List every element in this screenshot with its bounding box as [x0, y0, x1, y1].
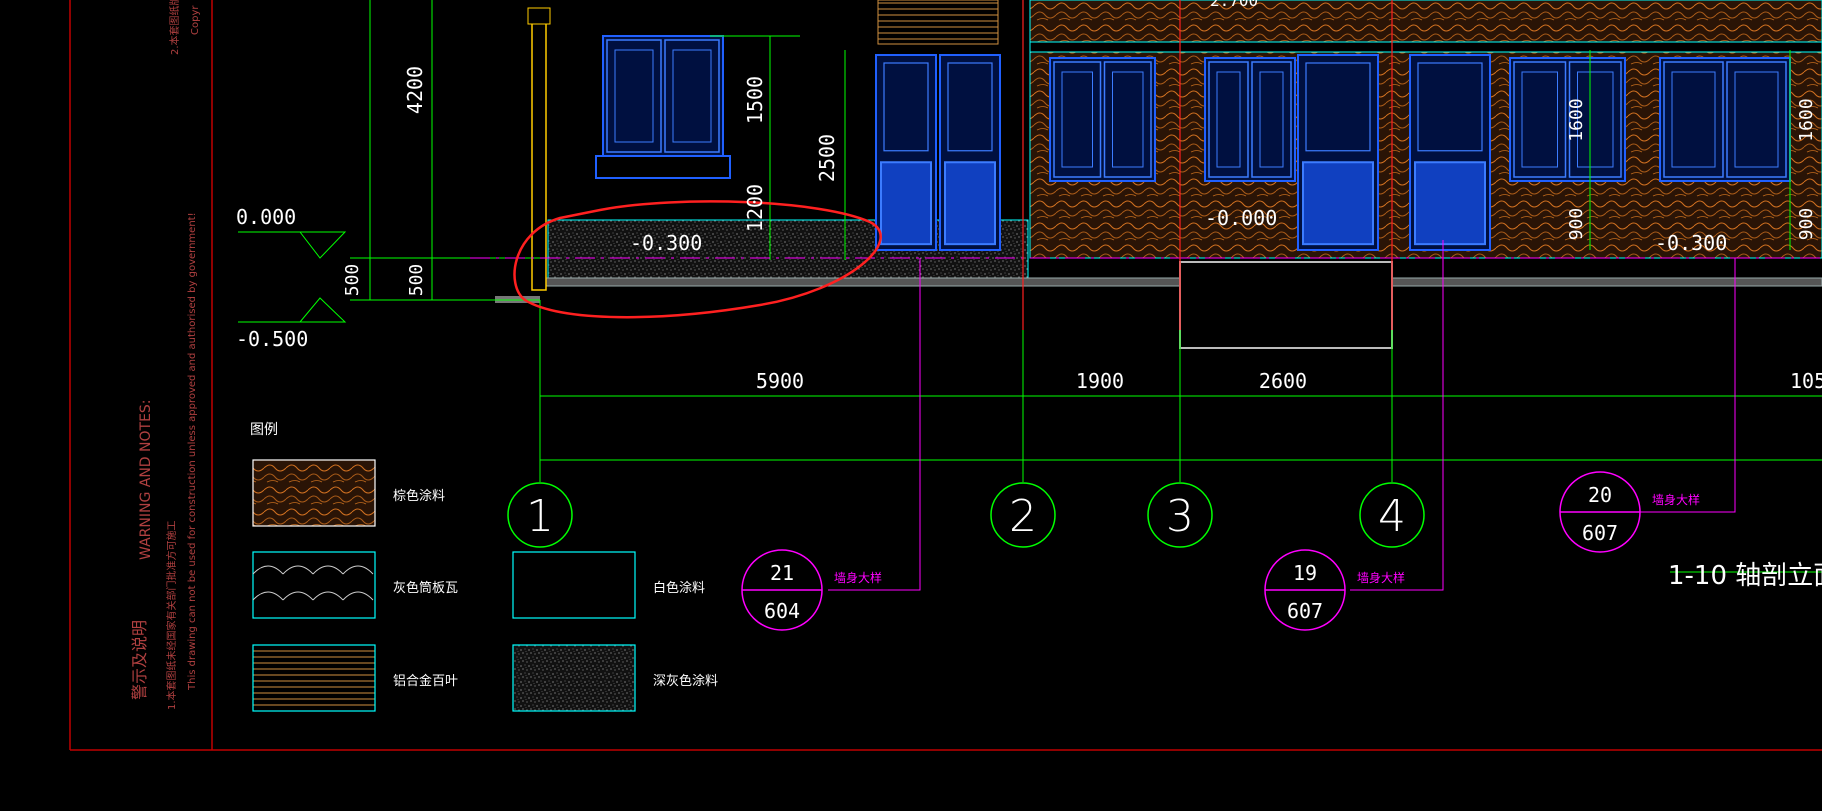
detail-label: 墙身大样 [1652, 492, 1700, 507]
dim-4200: 4200 [403, 66, 427, 114]
dim-5900: 5900 [756, 369, 804, 393]
legend-label: 棕色涂料 [393, 488, 445, 504]
note-1-cn: 1.本套图纸未经国家有关部门批准方可施工 [165, 520, 178, 710]
window-b [1049, 57, 1156, 182]
legend-item-3: 白色涂料 [512, 551, 705, 619]
detail-leader-lines [470, 240, 1822, 591]
detail-label: 墙身大样 [834, 570, 882, 585]
detail-callout-21: 21 604 墙身大样 [741, 549, 882, 631]
legend-label: 白色涂料 [653, 580, 705, 596]
window-c [1204, 57, 1296, 182]
legend-item-2: 铝合金百叶 [252, 644, 458, 712]
notes-heading-cn: 警示及说明 [130, 620, 149, 700]
legend-label: 灰色筒板瓦 [393, 580, 458, 596]
detail-number: 21 [770, 561, 794, 585]
dim-1900: 1900 [1076, 369, 1124, 393]
dim-2600: 2600 [1259, 369, 1307, 393]
elev-zero: 0.000 [236, 205, 296, 229]
detail-sheet: 607 [1287, 599, 1323, 623]
detail-callout-19: 19 607 墙身大样 [1264, 549, 1405, 631]
legend-item-1: 灰色筒板瓦 [252, 551, 458, 619]
detail-number: 20 [1588, 483, 1612, 507]
door-c [1297, 54, 1379, 251]
dim-1500: 1500 [743, 76, 767, 124]
detail-callout-20: 20 607 墙身大样 [1559, 471, 1700, 553]
axis-bubble-2: 2 [990, 460, 1056, 548]
legend-heading: 图例 [250, 422, 278, 438]
dim-500-b: 500 [406, 264, 427, 297]
legend-swatch [252, 551, 376, 619]
dimension-lines [238, 0, 1822, 573]
legend-swatch [512, 551, 636, 619]
dim-900-b: 900 [1796, 208, 1817, 241]
window-sill [595, 155, 731, 179]
note-1-en: This drawing can not be used for constru… [187, 212, 198, 691]
detail-number: 19 [1293, 561, 1317, 585]
elev-minus-0500: -0.500 [236, 327, 308, 351]
detail-sheet: 604 [764, 599, 800, 623]
drawing-frame [69, 0, 1822, 751]
axis-lines [1022, 0, 1393, 330]
door-a [875, 54, 937, 251]
legend-label: 深灰色涂料 [653, 673, 718, 689]
note-2-en: Copyr [190, 5, 201, 35]
axis-bubble-4: 4 [1359, 460, 1425, 548]
dim-500-a: 500 [342, 264, 363, 297]
axis-label-1: 1 [526, 491, 554, 542]
legend-label: 铝合金百叶 [393, 673, 458, 689]
elev-top-partial: 2.700 [1210, 0, 1258, 10]
elev-minus-0000: -0.000 [1205, 206, 1277, 230]
dim-1600-b: 1600 [1796, 98, 1817, 141]
legend-item-0: 棕色涂料 [252, 459, 445, 527]
door-d [1409, 54, 1491, 251]
window-e [1659, 57, 1791, 182]
markup-circle [513, 200, 882, 319]
axis-bubble-3: 3 [1147, 460, 1213, 548]
axis-label-4: 4 [1378, 491, 1406, 542]
dim-1200: 1200 [743, 184, 767, 232]
axis-bubble-1: 1 [507, 460, 573, 548]
elev-minus-0300-right: -0.300 [1655, 231, 1727, 255]
legend-swatch [512, 644, 636, 712]
windows-doors [595, 35, 1791, 251]
detail-sheet: 607 [1582, 521, 1618, 545]
dim-2500: 2500 [815, 134, 839, 182]
window-a [602, 35, 724, 157]
legend-swatch [252, 459, 376, 527]
dim-105: 105 [1790, 369, 1822, 393]
notes-heading-en: WARNING AND NOTES: [138, 399, 154, 560]
door-b [939, 54, 1001, 251]
dim-900-a: 900 [1566, 208, 1587, 241]
drawing-title: 1-10 轴剖立面 [1668, 561, 1822, 591]
axis-label-2: 2 [1009, 491, 1037, 542]
legend-swatch [252, 644, 376, 712]
warning-notes-block: WARNING AND NOTES: 警示及说明 1.本套图纸未经国家有关部门批… [130, 0, 201, 710]
window-d [1509, 57, 1626, 182]
axis-label-3: 3 [1166, 491, 1194, 542]
elev-minus-0300-left: -0.300 [630, 231, 702, 255]
dim-1600-a: 1600 [1566, 98, 1587, 141]
detail-label: 墙身大样 [1357, 570, 1405, 585]
legend-item-4: 深灰色涂料 [512, 644, 718, 712]
note-2-cn: 2.本套图纸版权 [168, 0, 181, 55]
